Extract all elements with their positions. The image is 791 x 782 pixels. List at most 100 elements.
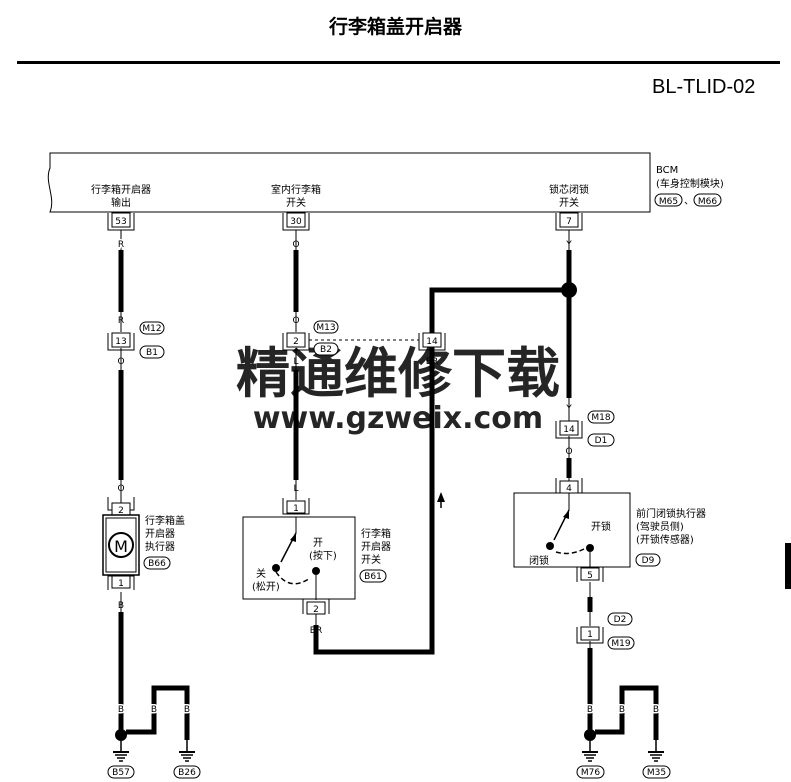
badge-b57-shape bbox=[107, 765, 135, 779]
wire-color-y1: Y bbox=[428, 316, 435, 326]
badge-b26-shape bbox=[173, 765, 201, 779]
connector-d2-m19 bbox=[576, 626, 604, 644]
badge-m13: M13 bbox=[316, 323, 335, 333]
switch-label-2: 开启器 bbox=[361, 540, 391, 553]
badge-d9: D9 bbox=[642, 556, 655, 566]
direction-arrow-icon bbox=[437, 492, 445, 502]
trunk-switch bbox=[242, 498, 356, 615]
wire-color-r2: R bbox=[118, 316, 124, 326]
badge-b61: B61 bbox=[364, 572, 382, 582]
badge-b1-shape bbox=[139, 345, 165, 359]
wire-color-br1: BR bbox=[426, 357, 438, 367]
watermark-text: 精通维修下载 bbox=[236, 342, 560, 405]
bcm-pin-label-switch-2: 开关 bbox=[286, 196, 306, 209]
switch-open: 开 bbox=[313, 538, 323, 549]
wire-middle-thin bbox=[295, 230, 433, 625]
ground-b26: B26 bbox=[178, 768, 196, 778]
pin-14a-label: 14 bbox=[426, 337, 438, 347]
page-title: 行李箱盖开启器 bbox=[328, 16, 462, 38]
bcm-pin-label-output-1: 行李箱开启器 bbox=[91, 183, 151, 196]
trunk-actuator bbox=[102, 497, 140, 590]
badge-b2-shape bbox=[313, 342, 339, 356]
badge-m12: M12 bbox=[142, 324, 161, 334]
badge-m35-shape bbox=[642, 765, 671, 779]
badge-b66: B66 bbox=[148, 559, 166, 569]
wire-color-o3: O bbox=[292, 240, 299, 250]
bcm-module bbox=[47, 152, 651, 213]
wire-color-o2: O bbox=[117, 484, 124, 494]
bcm-connector-badges: M65 、 M66 bbox=[654, 193, 722, 207]
wire-color-o1: O bbox=[117, 357, 124, 367]
badge-m13-shape bbox=[313, 320, 339, 334]
bcm-connector-1: M65 bbox=[659, 197, 678, 207]
pin-7-label: 7 bbox=[566, 217, 572, 227]
wire-color-b7-fg: B bbox=[619, 705, 625, 715]
badge-m18-shape bbox=[587, 410, 615, 424]
switch-close-sub: (松开) bbox=[252, 580, 280, 593]
d2-pin-1: 1 bbox=[587, 630, 593, 640]
wire-color-b6: B bbox=[587, 705, 593, 715]
wire-color-o4: O bbox=[292, 316, 299, 326]
title-divider bbox=[17, 61, 780, 64]
bcm-pin-label-switch-1: 室内行李箱 bbox=[271, 183, 321, 196]
wire-color-b3: B bbox=[118, 705, 124, 715]
badge-m12-shape bbox=[139, 321, 165, 335]
actuator-label-1: 行李箱盖 bbox=[145, 514, 185, 527]
ground-b57: B57 bbox=[112, 768, 130, 778]
wire-color-b4-fg: B bbox=[151, 705, 157, 715]
wire-color-b4: B bbox=[151, 705, 157, 715]
connector-m18-d1 bbox=[555, 420, 583, 439]
badge-m18: M18 bbox=[591, 413, 610, 423]
door-lock-actuator bbox=[513, 478, 631, 582]
bcm-pin-label-lock-1: 锁芯闭锁 bbox=[549, 183, 589, 196]
watermark-url: www.gzweix.com bbox=[253, 401, 543, 436]
pin-53-label: 53 bbox=[115, 217, 126, 227]
badge-b2: B2 bbox=[320, 345, 332, 355]
actuator-label-3: 执行器 bbox=[145, 540, 175, 553]
badge-m19-shape bbox=[607, 636, 635, 650]
wire-color-y3: Y bbox=[565, 404, 572, 414]
wire-color-b6-fg: B bbox=[587, 705, 593, 715]
badge-d2-shape bbox=[607, 612, 633, 626]
wire-color-l1: L bbox=[293, 357, 298, 367]
switch-close: 关 bbox=[256, 567, 266, 580]
ground-m76: M76 bbox=[581, 768, 600, 778]
bcm-pin-label-lock-2: 开关 bbox=[559, 196, 579, 209]
actuator-pin-2: 2 bbox=[118, 506, 124, 516]
motor-icon bbox=[108, 532, 134, 558]
switch-open-sub: (按下) bbox=[309, 549, 337, 562]
page-edge-tab bbox=[785, 543, 791, 589]
badge-d2: D2 bbox=[614, 615, 627, 625]
switch-label-3: 开关 bbox=[361, 553, 381, 566]
door-lock-unlock: 开锁 bbox=[591, 520, 611, 533]
bcm-desc: (车身控制模块) bbox=[656, 177, 724, 190]
badge-m76-shape bbox=[576, 765, 605, 779]
door-lock-label-3: (开锁传感器) bbox=[636, 533, 694, 546]
wire-right-thin bbox=[568, 230, 591, 648]
wire-color-r1: R bbox=[118, 240, 124, 250]
connector-m12-b1 bbox=[107, 332, 135, 351]
splice-node bbox=[561, 282, 577, 298]
wire-color-b2: B bbox=[587, 601, 593, 611]
bcm-connector-2: M66 bbox=[698, 197, 717, 207]
badge-d1: D1 bbox=[595, 436, 608, 446]
motor-symbol: M bbox=[114, 537, 128, 556]
wire-color-b8-fg: B bbox=[653, 705, 659, 715]
d9-pin-4: 4 bbox=[566, 484, 572, 494]
pin-30-label: 30 bbox=[290, 217, 302, 227]
switch-pin-2: 2 bbox=[313, 605, 319, 615]
wire-color-b7: B bbox=[619, 705, 625, 715]
diagram-id: BL-TLID-02 bbox=[652, 76, 756, 98]
door-lock-label-2: (驾驶员侧) bbox=[636, 520, 684, 533]
actuator-pin-1: 1 bbox=[118, 579, 124, 589]
wire-color-r1-fg: R bbox=[118, 240, 124, 250]
badge-d1-shape bbox=[587, 433, 615, 447]
bcm-connector-sep: 、 bbox=[684, 196, 694, 207]
ground-m35: M35 bbox=[647, 768, 666, 778]
ground-left bbox=[113, 685, 195, 762]
wire-color-y2: Y bbox=[565, 240, 572, 250]
wire-color-b1: B bbox=[118, 601, 124, 611]
badge-b1: B1 bbox=[146, 348, 158, 358]
door-lock-lock: 闭锁 bbox=[529, 554, 549, 567]
